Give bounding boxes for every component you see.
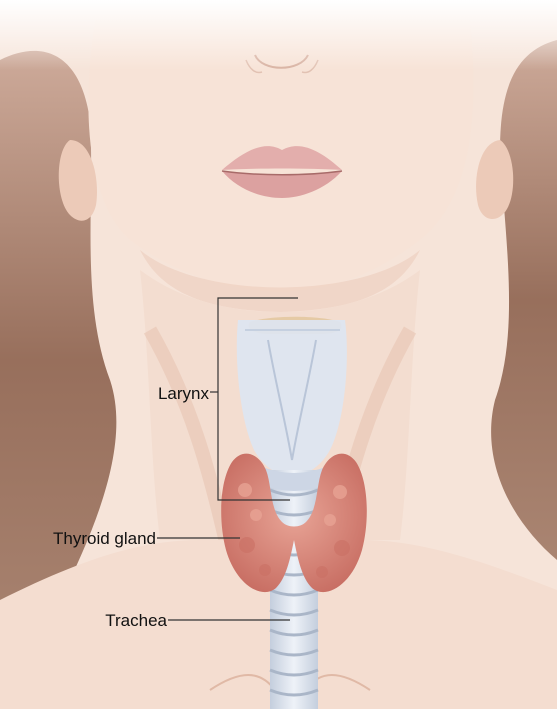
thyroid-gland-label: Thyroid gland [53, 529, 156, 548]
trachea-label: Trachea [105, 611, 167, 630]
larynx-label: Larynx [158, 384, 210, 403]
trachea-rings [270, 470, 318, 709]
